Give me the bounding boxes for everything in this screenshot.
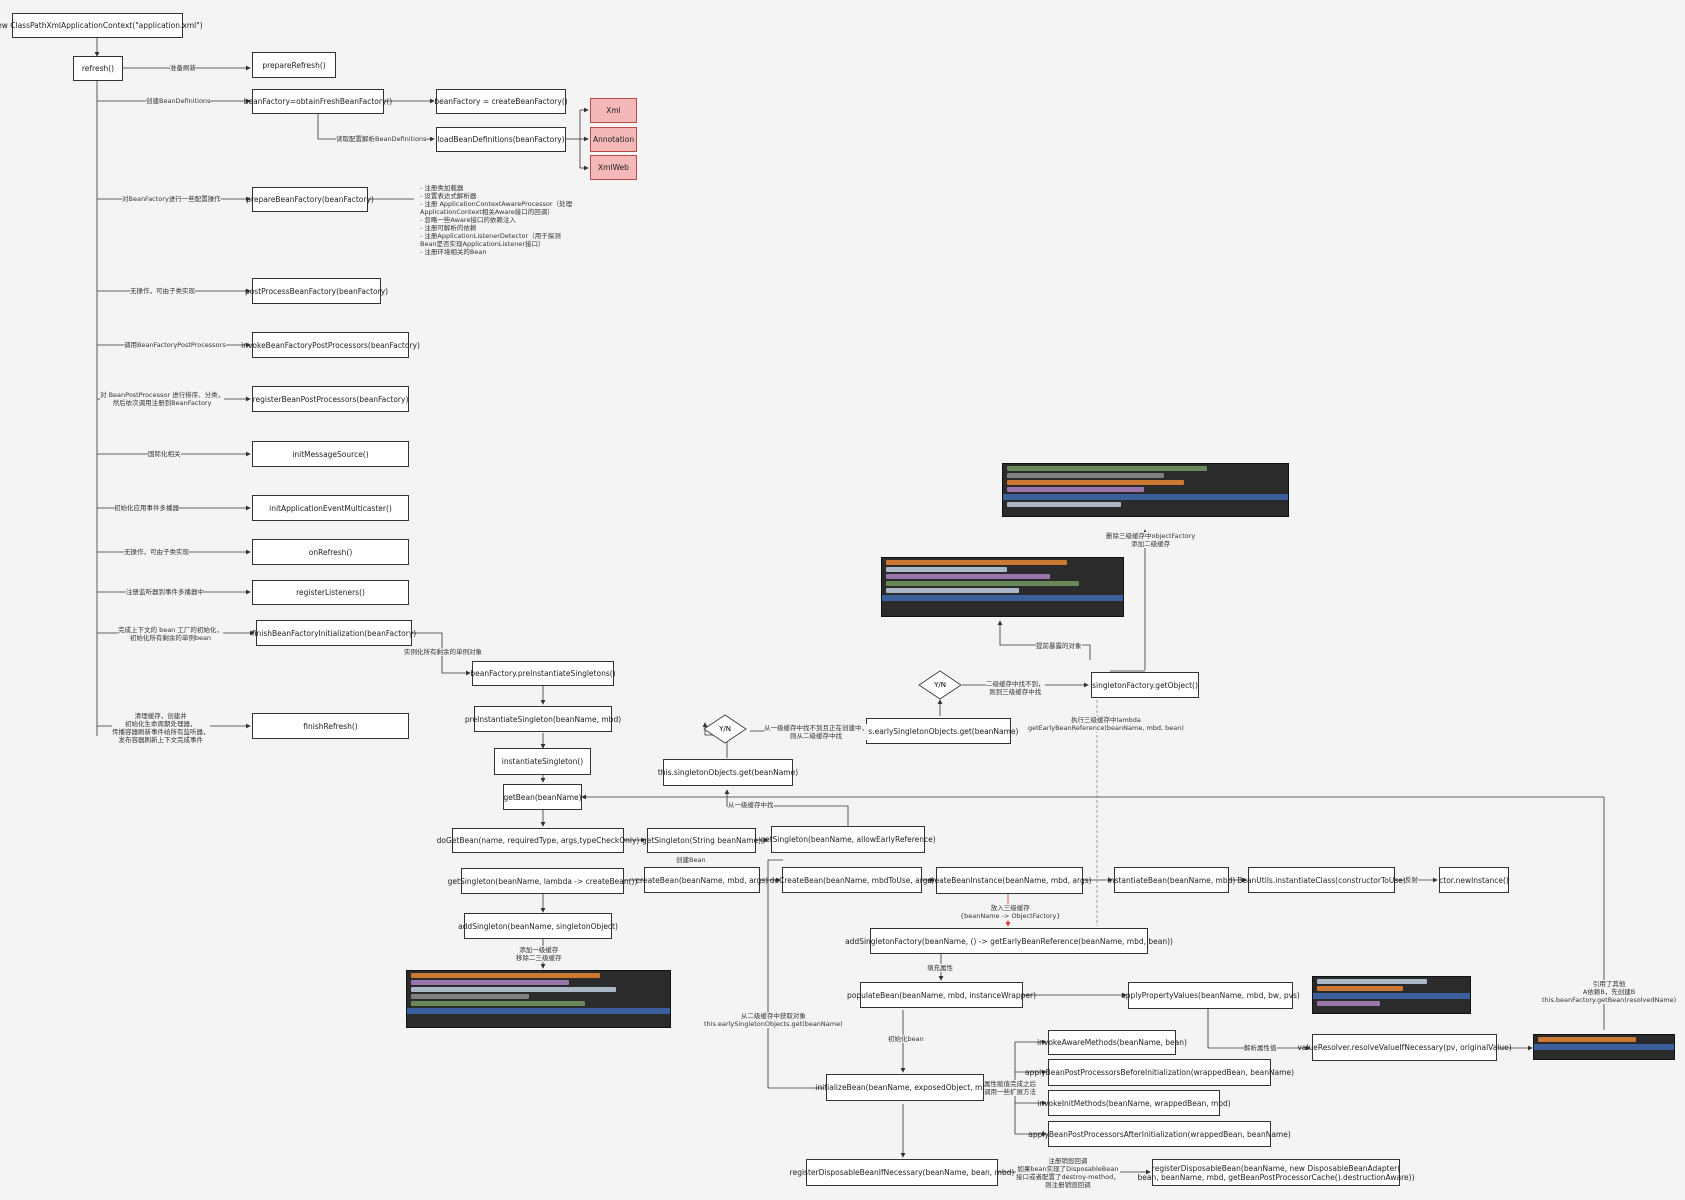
- node-get-singleton-early[interactable]: getSingleton(beanName, allowEarlyReferen…: [760, 826, 936, 853]
- code-snippet-icon: [406, 970, 671, 1028]
- label-third-cache: 放入三级缓存 {beanName -> ObjectFactory}: [960, 904, 1061, 920]
- node-application-context[interactable]: new ClassPathXmlApplicationContext("appl…: [0, 13, 203, 38]
- node-pre-instantiate-singletons[interactable]: beanFactory.preInstantiateSingletons(): [470, 661, 616, 686]
- code-snippet-icon: [1312, 976, 1471, 1014]
- node-xml[interactable]: Xml: [590, 98, 637, 123]
- node-invoke-bfpp[interactable]: invokeBeanFactoryPostProcessors(beanFact…: [241, 332, 420, 358]
- label-prepare-bf: 对BeanFactory进行一些配置操作: [122, 195, 221, 203]
- node-do-get-bean[interactable]: doGetBean(name, requiredType, args,typeC…: [437, 828, 639, 853]
- node-xmlweb[interactable]: XmlWeb: [590, 155, 637, 180]
- node-resolve-value[interactable]: valueResolver.resolveValueIfNecessary(pv…: [1297, 1034, 1512, 1061]
- label-reflect: 反射: [1405, 876, 1418, 884]
- label-lambda: 执行三级缓存中lambda getEarlyBeanReference(bean…: [1028, 716, 1184, 732]
- node-add-singleton[interactable]: addSingleton(beanName, singletonObject): [458, 913, 618, 939]
- node-prepare-refresh[interactable]: prepareRefresh(): [252, 52, 336, 78]
- label-listeners: 注册监听器到事件多播器中: [126, 588, 204, 596]
- node-get-bean[interactable]: getBean(beanName): [503, 784, 582, 810]
- node-add-singleton-factory[interactable]: addSingletonFactory(beanName, () -> getE…: [845, 928, 1173, 954]
- label-finish-refresh: 清理缓存，创建并 初始化生命周期处理器， 传播容器刷新事件给所有监听器， 发布容…: [112, 712, 210, 744]
- node-singleton-factory-get-object[interactable]: singletonFactory.getObject(): [1091, 672, 1199, 698]
- label-obtain: 创建BeanDefinitions: [146, 97, 211, 105]
- decision-yn-second[interactable]: Y/N: [918, 670, 962, 700]
- label-aware: 属性赋值完成之后 调用一些扩展方法: [984, 1080, 1036, 1096]
- label-early-get: 从二级缓存中获取对象 this.earlySingletonObjects.ge…: [704, 1012, 843, 1028]
- node-finish-bean-factory-init[interactable]: finishBeanFactoryInitialization(beanFact…: [252, 620, 416, 646]
- node-register-bpp[interactable]: registerBeanPostProcessors(beanFactory): [252, 386, 409, 412]
- label-message: 国际化相关: [148, 450, 181, 458]
- node-initialize-bean[interactable]: initializeBean(beanName, exposedObject, …: [815, 1074, 995, 1101]
- decision-yn-second-label: Y/N: [934, 681, 946, 689]
- decision-yn-first-label: Y/N: [719, 725, 731, 733]
- diamond-icon: [918, 670, 962, 700]
- label-register: 对 BeanPostProcessor 进行排序、分类， 然后依次调用注册到Be…: [100, 391, 225, 407]
- label-onrefresh: 无操作，可由子类实现: [124, 548, 189, 556]
- node-get-singleton-lambda[interactable]: getSingleton(beanName, lambda -> createB…: [448, 868, 637, 894]
- label-remove-third: 删除三级缓存中objectFactory 添加二级缓存: [1106, 532, 1196, 548]
- node-register-disposable-if-necessary[interactable]: registerDisposableBeanIfNecessary(beanNa…: [790, 1159, 1014, 1186]
- label-yn2: 二级缓存中找不到， 则到三级缓存中找: [986, 680, 1045, 696]
- node-invoke-aware-methods[interactable]: invokeAwareMethods(beanName, bean): [1037, 1030, 1187, 1055]
- label-circular: 引用了其他 A依赖B，先创建B this.beanFactory.getBean…: [1542, 980, 1677, 1004]
- node-populate-bean[interactable]: populateBean(beanName, mbd, instanceWrap…: [847, 982, 1036, 1008]
- code-snippet-icon: [1533, 1034, 1675, 1060]
- label-early-exposed: 提前暴露的对象: [1036, 642, 1082, 650]
- label-first-cache: 从一级缓存中找: [728, 801, 774, 809]
- diamond-icon: [703, 714, 747, 744]
- node-pre-instantiate-singleton[interactable]: preInstantiateSingleton(beanName, mbd): [465, 706, 621, 732]
- code-snippet-icon: [1002, 463, 1289, 517]
- label-yn1: 从一级缓存中找不到且正在创建中， 则从二级缓存中找: [764, 724, 868, 740]
- label-disposable: 注册销毁回调 如果bean实现了DisposableBean 接口或者配置了de…: [1016, 1157, 1120, 1189]
- node-create-bean[interactable]: createBean(beanName, mbd, args): [636, 867, 768, 893]
- node-on-refresh[interactable]: onRefresh(): [252, 539, 409, 565]
- label-instantiate: 实例化所有剩余的单例对象: [404, 648, 482, 656]
- node-refresh[interactable]: refresh(): [73, 56, 123, 81]
- label-init: 初始化bean: [888, 1035, 924, 1043]
- node-obtain-fresh-bean-factory[interactable]: beanFactory=obtainFreshBeanFactory(): [244, 89, 392, 114]
- label-prepare: 准备刷新: [170, 64, 196, 72]
- label-add-singleton: 添加一级缓存 移除二三级缓存: [516, 946, 562, 962]
- code-snippet-icon: [881, 557, 1124, 617]
- label-post: 无操作，可由子类实现: [130, 287, 195, 295]
- label-create-bean: 创建Bean: [676, 856, 706, 864]
- label-finish-bf: 完成上下文的 bean 工厂的初始化， 初始化所有剩余的单例bean: [118, 626, 223, 642]
- label-load: 读取配置解析BeanDefinitions: [336, 135, 427, 143]
- node-early-singleton-objects-get[interactable]: this.earlySingletonObjects.get(beanName): [859, 718, 1018, 744]
- label-invoke: 调用BeanFactoryPostProcessors: [124, 341, 226, 349]
- node-post-process-bean-factory[interactable]: postProcessBeanFactory(beanFactory): [245, 278, 388, 304]
- node-create-bean-instance[interactable]: createBeanInstance(beanName, mbd, args): [927, 867, 1092, 894]
- node-bean-utils-instantiate[interactable]: BeanUtils.instantiateClass(constructorTo…: [1237, 867, 1406, 893]
- node-get-singleton-name[interactable]: getSingleton(String beanName): [642, 828, 761, 853]
- node-instantiate-bean[interactable]: instantiateBean(beanName, mbd): [1108, 867, 1235, 893]
- node-invoke-init-methods[interactable]: invokeInitMethods(beanName, wrappedBean,…: [1037, 1090, 1231, 1116]
- node-apply-bpp-after[interactable]: applyBeanPostProcessorsAfterInitializati…: [1028, 1121, 1291, 1147]
- node-create-bean-factory[interactable]: beanFactory = createBeanFactory(): [434, 89, 568, 114]
- node-finish-refresh[interactable]: finishRefresh(): [252, 713, 409, 739]
- node-apply-bpp-before[interactable]: applyBeanPostProcessorsBeforeInitializat…: [1025, 1059, 1294, 1086]
- node-load-bean-definitions[interactable]: loadBeanDefinitions(beanFactory): [436, 127, 566, 152]
- node-register-listeners[interactable]: registerListeners(): [252, 580, 409, 605]
- node-init-message-source[interactable]: initMessageSource(): [252, 441, 409, 467]
- label-populate: 填充属性: [927, 964, 953, 972]
- node-ctor-new-instance[interactable]: ctor.newInstance(): [1439, 867, 1509, 893]
- node-register-disposable-bean[interactable]: registerDisposableBean(beanName, new Dis…: [1138, 1159, 1415, 1186]
- node-singleton-objects-get[interactable]: this.singletonObjects.get(beanName): [658, 759, 798, 786]
- node-do-create-bean[interactable]: doCreateBean(beanName, mbdToUse, args): [770, 867, 934, 893]
- label-apply: 解析属性值: [1244, 1044, 1277, 1052]
- label-event: 初始化应用事件多播器: [114, 504, 179, 512]
- node-prepare-bean-factory[interactable]: prepareBeanFactory(beanFactory): [246, 187, 374, 212]
- node-instantiate-singleton[interactable]: instantiateSingleton(): [494, 748, 591, 775]
- node-annotation[interactable]: Annotation: [590, 127, 637, 152]
- decision-yn-first[interactable]: Y/N: [703, 714, 747, 744]
- node-apply-property-values[interactable]: applyPropertyValues(beanName, mbd, bw, p…: [1121, 982, 1300, 1009]
- node-init-event-multicaster[interactable]: initApplicationEventMulticaster(): [252, 495, 409, 521]
- prepare-bean-factory-notes: - 注册类加载器 - 设置表达式解析器 - 注册 ApplicationCont…: [420, 184, 573, 256]
